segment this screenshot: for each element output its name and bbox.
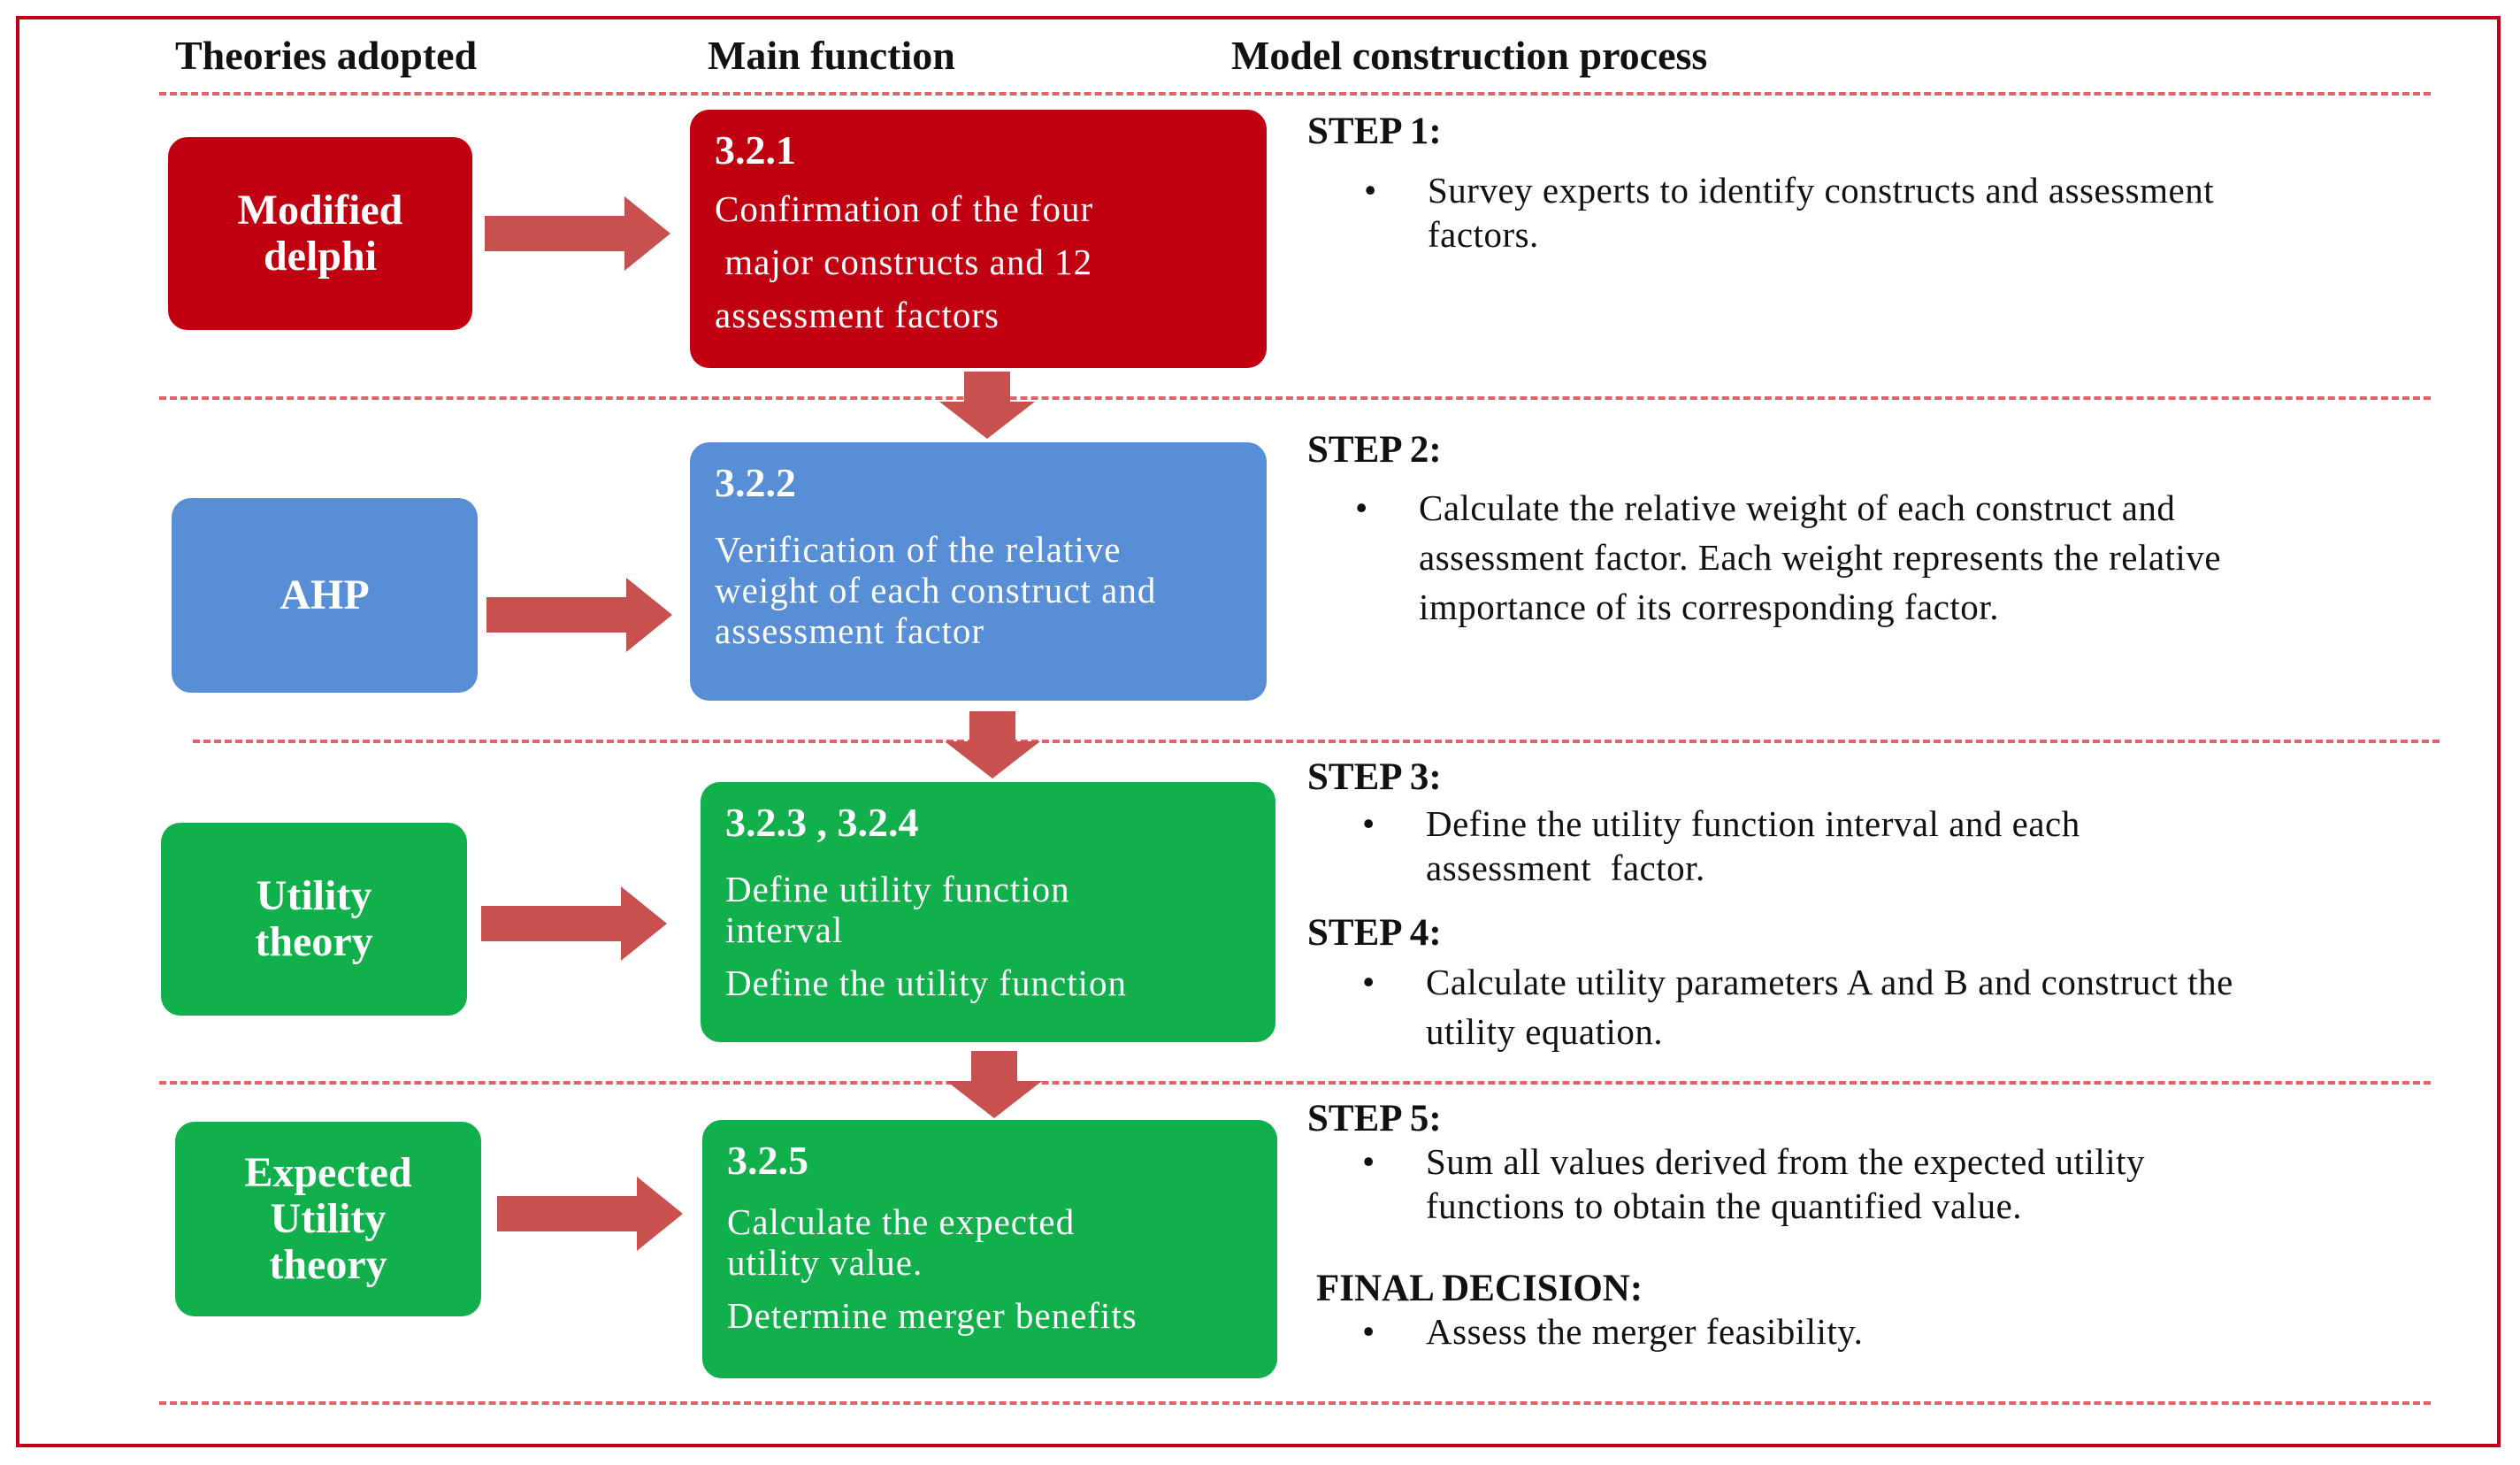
function-line: assessment factor <box>715 610 985 651</box>
right-arrow-icon <box>485 196 670 271</box>
function-line: Calculate the expected <box>727 1201 1076 1242</box>
function-line: interval <box>725 909 844 950</box>
bullet-line: factors. <box>1428 214 1539 255</box>
header-function: Main function <box>708 33 955 78</box>
separator-line <box>159 1081 2431 1085</box>
header-theories: Theories adopted <box>175 33 478 78</box>
theory-line: delphi <box>263 233 378 280</box>
bullet-line: Sum all values derived from the expected… <box>1426 1141 2146 1182</box>
step-bullet: • Survey experts to identify constructs … <box>1364 168 2215 257</box>
bullet-line: utility equation. <box>1426 1011 1664 1052</box>
step-label: STEP 1: <box>1307 111 1442 152</box>
bullet-line: Assess the merger feasibility. <box>1426 1311 1864 1352</box>
function-box-3-2-1: 3.2.1 Confirmation of the four major con… <box>690 110 1267 368</box>
section-number: 3.2.2 <box>715 460 796 505</box>
section-number: 3.2.3 , 3.2.4 <box>725 800 919 845</box>
bullet-glyph: • <box>1362 962 1375 1002</box>
step-label: STEP 5: <box>1307 1098 1442 1139</box>
separator-line <box>159 92 2431 96</box>
section-number: 3.2.5 <box>727 1138 808 1183</box>
theory-line: Modified <box>237 187 403 234</box>
bullet-glyph: • <box>1355 487 1368 528</box>
step-bullet: • Calculate the relative weight of each … <box>1355 483 2222 632</box>
function-line: Confirmation of the four <box>715 188 1094 229</box>
function-box-3-2-5: 3.2.5 Calculate the expected utility val… <box>702 1120 1277 1378</box>
step-bullet: • Define the utility function interval a… <box>1362 802 2080 890</box>
separator-line <box>159 396 2431 400</box>
theory-line: theory <box>255 918 373 965</box>
function-line: Define the utility function <box>725 963 1127 1003</box>
bullet-glyph: • <box>1364 170 1377 211</box>
function-line: Define utility function <box>725 869 1070 909</box>
down-arrow-icon <box>946 1051 1042 1118</box>
bullet-glyph: • <box>1362 1141 1375 1182</box>
function-line: utility value. <box>727 1242 923 1283</box>
function-line: major constructs and 12 <box>715 242 1093 282</box>
bullet-line: functions to obtain the quantified value… <box>1426 1185 2023 1226</box>
theory-line: Utility <box>270 1195 387 1242</box>
step-label: STEP 3: <box>1307 756 1442 798</box>
theory-line: Utility <box>256 872 372 919</box>
bullet-line: importance of its corresponding factor. <box>1419 587 1999 627</box>
down-arrow-icon <box>939 372 1035 439</box>
function-box-3-2-3-3-2-4: 3.2.3 , 3.2.4 Define utility function in… <box>701 782 1275 1042</box>
step-bullet: • Calculate utility parameters A and B a… <box>1362 957 2233 1056</box>
bullet-glyph: • <box>1362 803 1375 844</box>
theory-line: AHP <box>280 571 370 618</box>
step-label: STEP 4: <box>1307 912 1442 954</box>
separator-line <box>159 1401 2431 1405</box>
bullet-line: Calculate the relative weight of each co… <box>1419 487 2176 528</box>
function-line: Determine merger benefits <box>727 1295 1137 1336</box>
bullet-line: Define the utility function interval and… <box>1426 803 2080 844</box>
down-arrow-icon <box>945 711 1040 779</box>
theory-line: Expected <box>244 1149 412 1196</box>
bullet-line: Survey experts to identify constructs an… <box>1428 170 2215 211</box>
step-bullet: • Sum all values derived from the expect… <box>1362 1139 2146 1228</box>
right-arrow-icon <box>497 1177 683 1251</box>
bullet-glyph: • <box>1362 1311 1375 1352</box>
bullet-line: Calculate utility parameters A and B and… <box>1426 962 2233 1002</box>
step-bullet: • Assess the merger feasibility. <box>1362 1309 1864 1354</box>
theory-box-ahp: AHP <box>172 498 478 693</box>
bullet-line: assessment factor. Each weight represent… <box>1419 537 2222 578</box>
function-line: assessment factors <box>715 295 1000 335</box>
header-process: Model construction process <box>1231 33 1708 78</box>
step-label: STEP 2: <box>1307 429 1442 471</box>
outer-frame <box>16 16 2501 1447</box>
theory-line: theory <box>269 1241 387 1288</box>
function-box-3-2-2: 3.2.2 Verification of the relative weigh… <box>690 442 1267 701</box>
section-number: 3.2.1 <box>715 127 796 173</box>
step-label: FINAL DECISION: <box>1316 1268 1643 1309</box>
right-arrow-icon <box>481 886 667 961</box>
separator-line <box>193 740 2440 743</box>
bullet-line: assessment factor. <box>1426 848 1705 888</box>
right-arrow-icon <box>486 578 672 652</box>
function-line: Verification of the relative <box>715 529 1122 570</box>
function-line: weight of each construct and <box>715 570 1157 610</box>
